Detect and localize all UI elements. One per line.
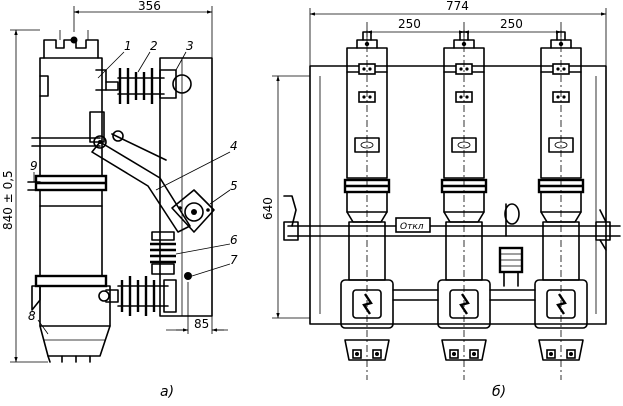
callout-4: 4 (230, 139, 238, 153)
dim-width-a: 356 (138, 0, 161, 13)
callout-2: 2 (150, 39, 158, 53)
callout-7: 7 (230, 253, 238, 267)
dim-overall-b: 774 (446, 0, 469, 13)
callout-1: 1 (124, 39, 132, 53)
frame-plate (159, 57, 213, 317)
dim-pitch-right: 250 (500, 17, 523, 31)
caption-a: а) (160, 384, 174, 400)
callout-6: 6 (230, 233, 238, 247)
dim-height-a: 840 ± 0,5 (1, 170, 15, 230)
common-shaft (287, 225, 621, 237)
base-frame (309, 65, 607, 325)
off-label: Откл (400, 222, 424, 232)
dim-height-b: 640 (261, 197, 275, 220)
pole-head (43, 39, 99, 59)
off-label-plate (395, 217, 431, 233)
view-b-front-elevation: Откл 774 250 250 640 б) (261, 0, 621, 400)
pole-base (39, 325, 111, 357)
shaft-flange (171, 189, 215, 233)
dim-offset-a: 85 (194, 317, 209, 331)
spring-pack (150, 231, 176, 275)
callout-8: 8 (28, 309, 36, 323)
callout-9: 9 (30, 159, 38, 173)
drive-lever (91, 130, 191, 233)
caption-b: б) (492, 384, 506, 400)
ground-bolt (184, 272, 192, 280)
dim-pitch-left: 250 (398, 17, 421, 31)
lower-insulator (98, 276, 177, 316)
upper-insulator (105, 68, 192, 104)
pole-body (39, 57, 103, 177)
callout-5: 5 (230, 179, 238, 193)
view-a-side-elevation: 356 840 ± 0,5 85 1 2 3 4 5 6 7 8 9 а) (1, 0, 238, 400)
callout-3: 3 (186, 39, 194, 53)
position-indicator (498, 203, 524, 287)
